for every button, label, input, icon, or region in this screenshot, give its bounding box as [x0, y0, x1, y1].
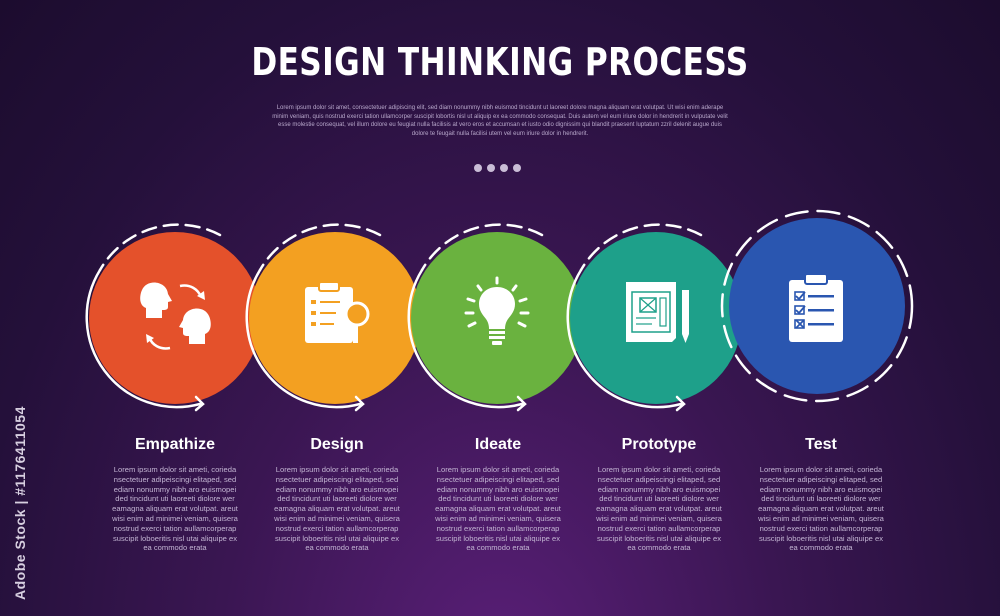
clipboard-magnifier-icon	[305, 281, 370, 343]
step-desc-prototype: Lorem ipsum dolor sit ameti, corieda nse…	[596, 465, 722, 553]
pager-dot	[474, 164, 482, 172]
pager-dot	[500, 164, 508, 172]
step-title-design: Design	[310, 436, 364, 453]
step-title-test: Test	[805, 436, 837, 453]
intro-paragraph: Lorem ipsum dolor sit amet, consectetuer…	[272, 105, 728, 137]
pager-dots	[474, 159, 534, 172]
step-circle	[89, 232, 261, 404]
step-test	[729, 218, 905, 394]
flow-arcs	[85, 209, 914, 409]
two-heads-exchange-icon	[140, 282, 211, 350]
step-design	[249, 232, 421, 404]
step-empathize	[89, 232, 261, 404]
pager-dot	[487, 164, 495, 172]
flow-arrowheads	[194, 395, 686, 412]
step-desc-empathize: Lorem ipsum dolor sit ameti, corieda nse…	[112, 465, 238, 553]
step-ideate	[411, 232, 583, 404]
step-desc-test: Lorem ipsum dolor sit ameti, corieda nse…	[758, 465, 884, 553]
step-title-ideate: Ideate	[474, 436, 522, 453]
blueprint-pencil-icon	[626, 282, 689, 343]
page-title: DESIGN THINKING PROCESS	[251, 40, 749, 84]
process-diagram	[85, 209, 914, 412]
pager-dot	[513, 164, 521, 172]
step-desc-ideate: Lorem ipsum dolor sit ameti, corieda nse…	[435, 465, 561, 553]
step-title-prototype: Prototype	[621, 436, 697, 453]
watermark-text: Adobe Stock | #1176411054	[12, 406, 28, 600]
step-desc-design: Lorem ipsum dolor sit ameti, corieda nse…	[274, 465, 400, 553]
step-prototype	[570, 232, 742, 404]
step-title-empathize: Empathize	[134, 436, 215, 453]
lightbulb-icon	[464, 276, 530, 345]
checklist-clipboard-icon	[789, 273, 843, 342]
